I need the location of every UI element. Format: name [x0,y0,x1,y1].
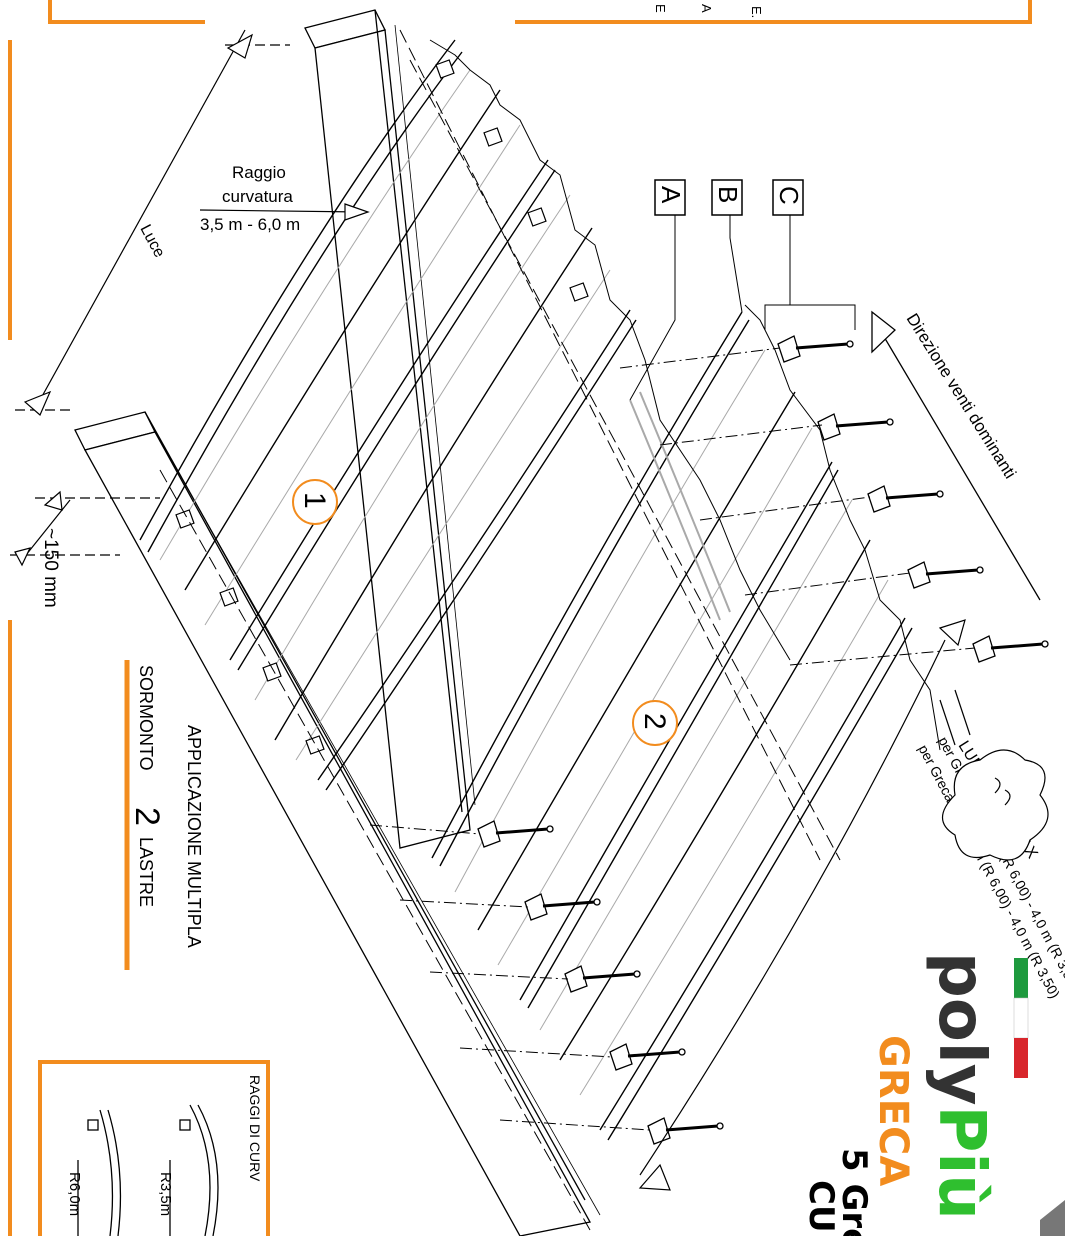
length-arc [638,619,966,1191]
orange-frame [8,0,1032,1236]
svg-text:2: 2 [128,807,166,826]
wind-cloud-icon [939,689,1049,861]
screws-right-row [777,335,1049,663]
sheet-1-shadow [159,69,611,761]
radius-6-0-label: R6,0m [66,1172,83,1216]
span-label: Luce [136,222,167,261]
wind-arrow [871,310,1041,601]
overlap-zone [629,391,731,621]
callout-a: A [629,179,686,401]
svg-text:B: B [713,186,743,203]
svg-text:A: A [656,186,686,204]
sheet-end-profile [429,39,941,751]
radius-3-5-example [169,1104,219,1236]
brand-subtitle-1: 5 Gre [834,1148,874,1236]
sheet-2-shadow [454,349,889,1096]
pitch-label: ~150 mm [40,528,61,608]
sheet-1-marker: 1 [292,479,338,525]
span-dimension [15,29,290,416]
sheet-1-profile [139,39,637,791]
radius-title: Raggio [232,163,286,182]
svg-text:1: 1 [298,492,331,509]
radius-subtitle: curvatura [222,187,293,206]
callout-c: C [764,179,856,330]
purlin-fasteners-bottom [175,509,325,755]
svg-text:C: C [774,186,804,205]
application-title: APPLICAZIONE MULTIPLA [184,725,204,948]
top-fragment-1: E. [749,6,764,18]
callout-b: B [711,179,743,313]
overlap-note: SORMONTO 2 LASTRE [128,665,166,907]
brand-subtitle-2: CU [801,1180,841,1233]
sheet-2-marker: 2 [632,700,678,746]
radius-range: 3,5 m - 6,0 m [200,215,300,234]
purlin-bottom [74,411,601,1236]
insertion-lines [369,347,976,1131]
brand-corner-mark [1040,1200,1065,1236]
svg-text:2: 2 [638,713,671,730]
screws-bottom-row [477,820,724,1145]
svg-text:polyPiù: polyPiù [924,952,998,1220]
svg-text:LASTRE: LASTRE [136,837,156,907]
top-fragment-2: A [699,4,714,13]
radius-6-0-example [77,1109,122,1236]
svg-text:SORMONTO: SORMONTO [136,665,156,771]
brand-logo: polyPiù [924,952,998,1220]
pitch-dimension [10,490,160,567]
italian-flag [1013,958,1029,1078]
radius-3-5-label: R3,5m [157,1172,174,1216]
radii-title: RAGGI DI CURV [247,1075,263,1182]
top-fragment-3: E [653,4,668,13]
radius-dimension [199,203,370,221]
brand-greca: GRECA [870,1035,916,1186]
purlin-top [304,9,476,849]
sheet-2-profile [431,311,913,1141]
wind-direction-label: Direzione venti dominanti [903,310,1020,482]
purlin-fasteners-top [435,59,589,302]
projection-dashes [159,29,841,1231]
